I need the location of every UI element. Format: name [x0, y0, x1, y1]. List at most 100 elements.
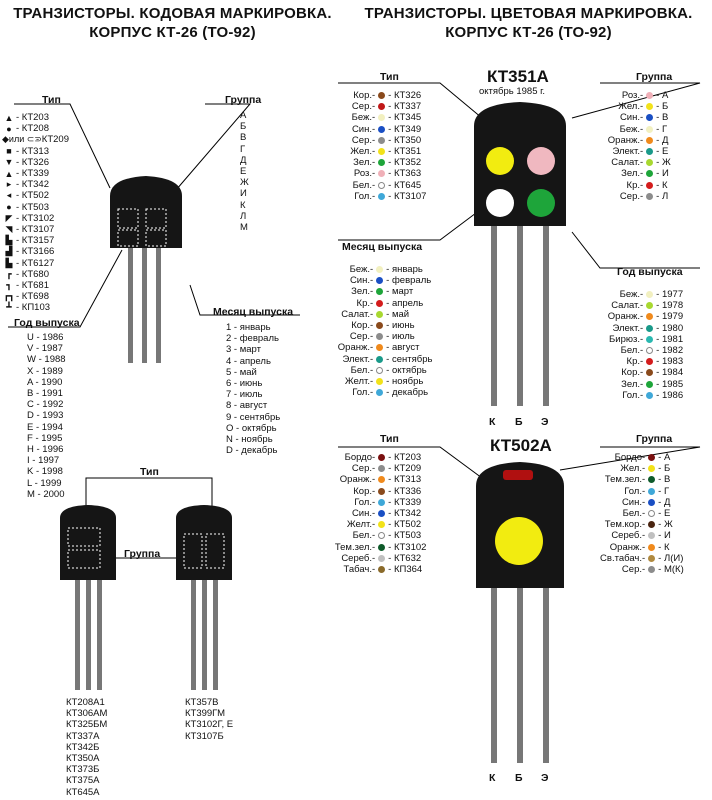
color-value: - А: [658, 452, 671, 464]
type-code: - КТ339: [16, 168, 49, 180]
year-code: H - 1996: [27, 443, 64, 455]
color-dot: [378, 487, 386, 495]
color-value: - КТ3102: [388, 541, 427, 553]
separator: -: [372, 157, 376, 169]
separator: -: [642, 541, 646, 553]
type-code-row: ▟- КТ3166: [2, 246, 69, 257]
separator: -: [640, 300, 644, 312]
color-value: - август: [386, 342, 420, 354]
color-value: - И: [656, 168, 669, 180]
type-code: - КТ502: [16, 190, 49, 202]
color-dot: [376, 355, 384, 363]
color-code-row: Бел. -- КТ503: [330, 530, 426, 541]
color-code-row: Гол. -- КТ339: [330, 497, 426, 508]
separator: -: [370, 275, 374, 287]
month-code: 8 - август: [226, 400, 268, 412]
separator: -: [640, 123, 644, 135]
color-code-row: Сер. -- Л: [600, 191, 671, 202]
color-dot: [648, 454, 656, 462]
color-code-row: Бел. -- Е: [590, 508, 684, 519]
color-dot: [378, 103, 386, 111]
kt351-name: КТ351А: [487, 67, 549, 86]
color-value: - 1978: [656, 300, 684, 312]
separator: -: [640, 311, 644, 323]
color-name: Желт.: [344, 375, 370, 387]
color-dot: [646, 302, 654, 310]
color-name: Бел.: [352, 179, 372, 191]
color-code-row: Сереб. -- И: [590, 530, 684, 541]
group-letter: Г: [240, 143, 246, 155]
separator: -: [640, 179, 644, 191]
separator: -: [370, 364, 374, 376]
year-code: B - 1991: [27, 388, 63, 400]
color-name: Син.: [621, 496, 642, 508]
color-code-row: Сер. -- КТ337: [342, 101, 426, 112]
color-dot: [378, 92, 386, 100]
color-dot: [648, 476, 656, 484]
color-dot: [378, 192, 386, 200]
color-dot: [376, 366, 384, 374]
color-name: Кор.: [353, 485, 372, 497]
color-name: Гол.: [354, 496, 372, 508]
separator: -: [642, 508, 646, 520]
year-code: E - 1994: [27, 421, 63, 433]
type-code: - КТ6127: [16, 257, 55, 269]
type-symbol: ▸: [6, 179, 12, 190]
separator: -: [640, 322, 644, 334]
color-name: Беж.: [349, 264, 370, 276]
color-dot: [646, 148, 654, 156]
color-value: - Д: [656, 134, 669, 146]
color-code-row: Кор. -- 1984: [598, 367, 683, 378]
color-code-row: Гол. -- декабрь: [330, 387, 432, 398]
type-code: - КТ3166: [16, 246, 55, 258]
color-name: Зел.: [621, 378, 640, 390]
color-dot: [648, 565, 656, 573]
color-value: - М(К): [658, 563, 684, 575]
color-dot: [648, 554, 656, 562]
color-value: - КТ209: [388, 463, 422, 475]
color-dot: [378, 114, 386, 122]
color-value: - КТ503: [388, 530, 422, 542]
color-code-row: Сер. -- КТ209: [330, 463, 426, 474]
color-dot: [376, 266, 384, 274]
color-name: Кор.: [621, 367, 640, 379]
color-value: - Г: [656, 123, 668, 135]
color-code-row: Табач. -- КП364: [330, 564, 426, 575]
type-symbol: ◥: [5, 223, 13, 234]
kt351-group-label: Группа: [636, 71, 673, 83]
type-symbol: ▲: [4, 168, 14, 179]
separator: -: [372, 519, 376, 531]
color-value: - февраль: [386, 275, 432, 287]
color-name: Сереб.: [341, 552, 372, 564]
color-name: Беж.: [619, 289, 640, 301]
color-code-row: Оранж. -- август: [330, 342, 432, 353]
year-code: V - 1987: [27, 343, 63, 355]
type-symbol: ●: [6, 123, 12, 134]
separator: -: [372, 168, 376, 180]
color-name: Кор.: [351, 320, 370, 332]
type-code-row: ▼- КТ326: [2, 157, 69, 168]
type-code: - КТ208: [16, 123, 49, 135]
color-code-row: Кор. -- КТ336: [330, 486, 426, 497]
color-name: Гол.: [624, 485, 642, 497]
color-value: - КТ363: [388, 168, 422, 180]
separator: -: [372, 563, 376, 575]
year-code: M - 2000: [27, 488, 65, 500]
color-value: - В: [656, 112, 669, 124]
group-letter: В: [240, 132, 247, 144]
kt351-month-label: Месяц выпуска: [342, 241, 423, 253]
type-code-row: ■- КТ313: [2, 146, 69, 157]
left-month-label: Месяц выпуска: [213, 306, 294, 318]
color-name: Гол.: [354, 190, 372, 202]
separator: -: [370, 353, 374, 365]
separator: -: [640, 378, 644, 390]
color-value: - Д: [658, 496, 671, 508]
bottom-type-label: Тип: [140, 466, 159, 478]
month-code: О - октябрь: [226, 422, 277, 434]
separator: -: [642, 485, 646, 497]
color-name: Гол.: [622, 389, 640, 401]
